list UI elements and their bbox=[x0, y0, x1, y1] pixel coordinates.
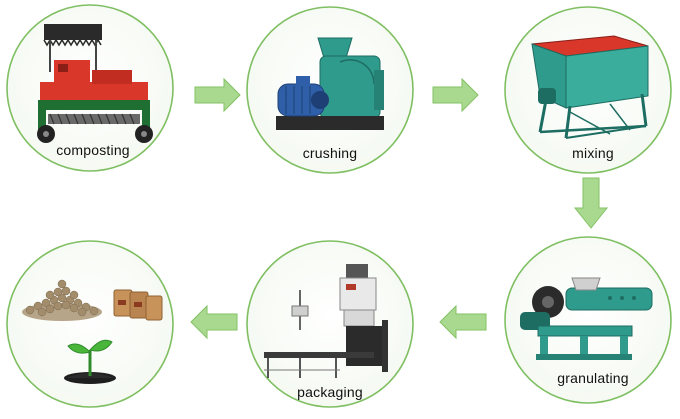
packaging-machine-icon bbox=[264, 264, 388, 378]
arrow-right-2 bbox=[432, 77, 479, 113]
compost-turner-icon bbox=[37, 24, 153, 143]
step-circle-packaging bbox=[246, 240, 414, 408]
step-label-packaging: packaging bbox=[297, 384, 363, 400]
step-label-crushing: crushing bbox=[302, 145, 358, 161]
crusher-machine-icon bbox=[276, 37, 384, 130]
arrow-down bbox=[573, 177, 609, 229]
fertilizer-pellets-seedling-icon bbox=[22, 279, 163, 384]
step-circle-granulating bbox=[504, 236, 672, 404]
granulator-machine-icon bbox=[520, 277, 653, 360]
mixer-machine-icon bbox=[531, 35, 649, 139]
step-circle-product bbox=[6, 240, 174, 408]
arrow-left-2 bbox=[190, 304, 238, 340]
step-label-mixing: mixing bbox=[572, 145, 614, 161]
arrow-right-1 bbox=[194, 77, 241, 113]
arrow-left-1 bbox=[439, 304, 487, 340]
step-label-granulating: granulating bbox=[557, 370, 629, 386]
step-label-composting: composting bbox=[56, 142, 130, 158]
